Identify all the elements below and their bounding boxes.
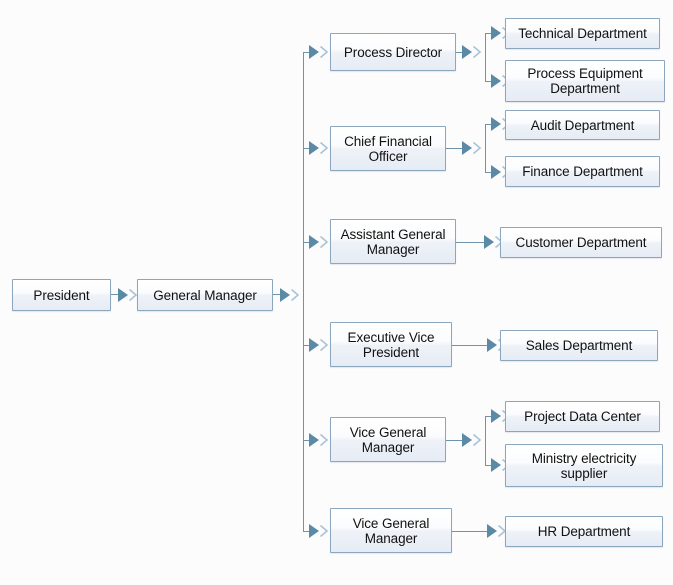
connector-president-to-gm [111,294,119,295]
node-label: Vice General Manager [352,515,430,546]
node-label: Chief Financial Officer [344,133,432,164]
arrow-president-to-gm [117,287,139,303]
node-label: General Manager [153,287,257,303]
node-process-equipment-department[interactable]: Process Equipment Department [505,60,665,102]
node-process-director[interactable]: Process Director [330,33,456,71]
connector-cfo-out [446,148,465,149]
connector-pd-out [456,52,465,53]
node-label: President [33,287,90,303]
connector-trunk-branch-1 [303,52,312,53]
node-label: Vice General Manager [349,424,427,455]
node-sales-department[interactable]: Sales Department [500,330,658,361]
node-label: Finance Department [522,164,643,179]
connector-evp-to-sales [452,345,490,346]
node-executive-vice-president[interactable]: Executive Vice President [330,322,452,367]
connector-cfo-split-vertical [485,124,486,172]
connector-trunk-branch-4 [303,345,312,346]
node-chief-financial-officer[interactable]: Chief Financial Officer [330,126,446,171]
connector-vgm1-child-2 [485,465,494,466]
connector-trunk-branch-2 [303,148,312,149]
node-label: Process Equipment Department [527,66,643,96]
node-hr-department[interactable]: HR Department [505,516,663,547]
connector-pd-child-2 [485,81,494,82]
node-label: Customer Department [515,235,647,250]
node-label: Audit Department [530,117,635,133]
connector-vgm1-split-vertical [485,416,486,465]
node-label: Ministry electricity supplier [531,450,637,481]
node-label: Executive Vice President [347,329,435,360]
connector-cfo-child-2 [485,172,494,173]
node-customer-department[interactable]: Customer Department [500,227,662,258]
node-label: Technical Department [518,26,647,41]
connector-trunk-vertical [303,52,304,531]
node-technical-department[interactable]: Technical Department [505,18,660,49]
node-assistant-general-manager[interactable]: Assistant General Manager [330,219,456,264]
node-label: Project Data Center [524,409,641,424]
arrow-gm-to-trunk [279,287,301,303]
node-finance-department[interactable]: Finance Department [505,156,660,187]
connector-gm-to-trunk [273,294,281,295]
connector-agm-to-customer [456,242,487,243]
connector-trunk-branch-5 [303,440,312,441]
node-ministry-electricity-supplier[interactable]: Ministry electricity supplier [505,444,663,487]
node-label: Assistant General Manager [340,226,446,257]
node-president[interactable]: President [12,279,111,311]
node-vice-general-manager-2[interactable]: Vice General Manager [330,508,452,553]
node-vice-general-manager-1[interactable]: Vice General Manager [330,417,446,462]
connector-vgm1-out [446,440,465,441]
connector-trunk-branch-6 [303,531,312,532]
node-label: Process Director [343,44,443,60]
node-project-data-center[interactable]: Project Data Center [505,401,660,432]
connector-pd-split-vertical [485,33,486,81]
node-label: Sales Department [525,338,633,353]
node-label: HR Department [537,524,631,539]
node-audit-department[interactable]: Audit Department [505,110,660,140]
connector-vgm1-child-1 [485,416,494,417]
connector-trunk-branch-3 [303,242,312,243]
connector-pd-child-1 [485,33,494,34]
connector-cfo-child-1 [485,124,494,125]
connector-vgm2-to-hr [452,531,490,532]
node-general-manager[interactable]: General Manager [137,279,273,311]
